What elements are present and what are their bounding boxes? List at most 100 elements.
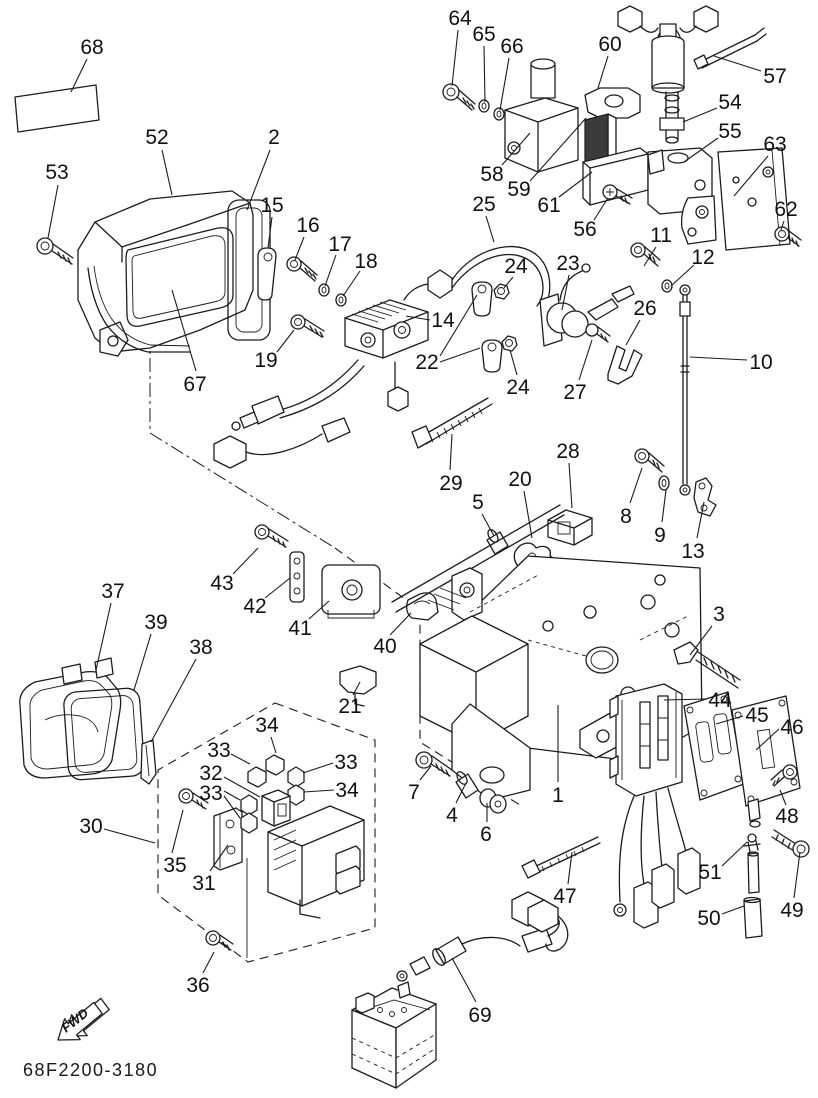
part-label-1: 1 [552, 705, 564, 807]
leader-line [499, 57, 510, 111]
part-65-washer-drawing [478, 99, 490, 113]
leader-line [342, 270, 361, 297]
leader-line [352, 681, 361, 696]
part-41-relay-drawing [321, 564, 381, 619]
part-number-text: 52 [145, 126, 168, 149]
part-number-text: 44 [708, 689, 732, 712]
part-label-54: 54 [682, 91, 742, 123]
part-24-nut-drawing [493, 283, 518, 352]
part-label-48: 48 [775, 789, 799, 828]
leader-line [721, 905, 745, 915]
part-number-text: 25 [472, 193, 495, 216]
part-number-text: 6 [480, 823, 492, 846]
part-13-joint-link-drawing [693, 477, 717, 517]
part-label-33: 33 [302, 751, 358, 774]
part-38-seal-drawing [140, 739, 157, 785]
part-label-33: 33 [207, 739, 251, 765]
leader-line [755, 728, 780, 751]
leader-line [593, 197, 609, 221]
part-number-text: 26 [633, 297, 656, 320]
part-number-text: 43 [210, 572, 233, 595]
part-number-text: 5 [472, 491, 484, 514]
part-label-11: 11 [643, 224, 672, 267]
part-number-text: 3 [713, 603, 725, 626]
part-10-link-rod-drawing [679, 284, 691, 496]
leader-line [324, 254, 337, 287]
leader-line [439, 347, 481, 363]
leader-line [232, 547, 259, 575]
part-number-text: 2 [268, 126, 280, 149]
leader-line [161, 149, 173, 196]
part-36-bolt-drawing [205, 930, 234, 951]
leader-line [733, 155, 769, 197]
part-label-5: 5 [472, 491, 495, 537]
part-22-boot-drawing [471, 281, 503, 373]
leader-line [629, 467, 643, 504]
part-37-cover-drawing [19, 657, 122, 779]
leader-line [230, 753, 251, 765]
leader-line [578, 339, 593, 381]
part-number-text: 53 [45, 161, 68, 184]
part-8-bolt-drawing [634, 448, 665, 473]
leader-line [276, 329, 295, 353]
part-number-text: 17 [328, 233, 351, 256]
part-29-cable-tie-drawing [411, 397, 493, 449]
part-number-text: 56 [573, 218, 596, 241]
part-number-text: 12 [691, 246, 714, 269]
part-number-text: 46 [780, 716, 803, 739]
leader-line [568, 462, 573, 509]
leader-line [389, 612, 412, 636]
leader-line [103, 828, 156, 844]
part-number-text: 34 [255, 714, 279, 737]
part-15-terminal-cap-drawing [257, 247, 277, 301]
part-number-text: 33 [207, 739, 230, 762]
leader-line [419, 765, 432, 781]
part-69-battery-cable-drawing [396, 891, 569, 982]
leader-line [303, 789, 335, 793]
part-label-40: 40 [373, 612, 412, 658]
leader-line [246, 149, 271, 211]
leader-line [70, 58, 88, 93]
part-label-36: 36 [186, 951, 215, 997]
leader-line [270, 736, 277, 754]
part-number-text: 61 [537, 194, 560, 217]
part-label-41: 41 [288, 600, 330, 640]
part-label-13: 13 [681, 501, 705, 563]
part-label-64: 64 [448, 7, 472, 87]
leader-line [558, 171, 593, 198]
leader-line [793, 851, 801, 899]
part-number-text: 32 [199, 762, 222, 785]
part-label-22: 22 [415, 294, 481, 374]
part-number-text: 4 [446, 804, 458, 827]
part-number-text: 42 [243, 595, 266, 618]
part-23-switch-drawing [539, 263, 635, 347]
part-64-bolt-drawing [442, 83, 476, 111]
part-number-text: 1 [552, 784, 564, 807]
part-number-text: 54 [718, 91, 742, 114]
part-label-10: 10 [689, 351, 773, 374]
part-label-63: 63 [733, 133, 787, 197]
leader-line [264, 577, 291, 599]
part-number-text: 15 [260, 194, 283, 217]
part-number-text: 65 [472, 23, 495, 46]
part-14-rectifier-drawing [344, 299, 429, 359]
part-number-text: 31 [192, 872, 215, 895]
cdi-unit-drawing [267, 805, 365, 919]
part-label-20: 20 [508, 468, 533, 539]
part-label-2: 2 [246, 126, 280, 211]
part-label-31: 31 [192, 844, 229, 895]
part-label-28: 28 [556, 440, 580, 509]
part-number-text: 30 [79, 815, 102, 838]
part-label-24: 24 [503, 255, 528, 289]
leader-line [455, 782, 467, 804]
part-label-46: 46 [755, 716, 804, 751]
part-9-washer-drawing [658, 475, 670, 491]
leader-line [150, 658, 197, 743]
part-number-text: 48 [775, 805, 798, 828]
part-label-3: 3 [689, 603, 725, 656]
leader-line [561, 274, 570, 311]
part-49-bolt-drawing [771, 829, 810, 858]
part-25-cable-drawing [403, 246, 551, 311]
leader-line [223, 776, 261, 798]
part-label-23: 23 [556, 252, 580, 311]
